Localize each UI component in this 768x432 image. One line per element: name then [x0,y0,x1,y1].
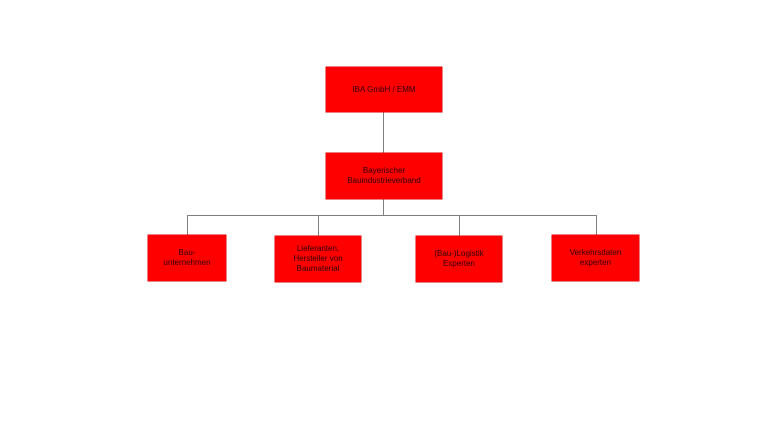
connector-bus-to-child-2 [318,215,319,236]
child-node-lieferanten: Lieferanten, Hersteller von Baumaterial [275,236,361,282]
connector-level2-to-bus [383,199,384,215]
connector-root-to-level2 [383,112,384,153]
child-node-logistik-experten: (Bau-)Logistik Experten [416,236,502,282]
child-node-bauunternehmen: Bau- unternehmen [148,235,226,281]
connector-bus-to-child-1 [187,215,188,235]
connector-bus-to-child-4 [596,215,597,235]
child-node-verkehrsdaten-experten: Verkehrsdaten experten [552,235,639,281]
level2-node: Bayerischer Bauindustrieverband [326,153,442,199]
root-node: IBA GmbH / EMM [326,67,442,112]
connector-bus-to-child-3 [459,215,460,236]
connector-horizontal-bus [187,215,597,216]
